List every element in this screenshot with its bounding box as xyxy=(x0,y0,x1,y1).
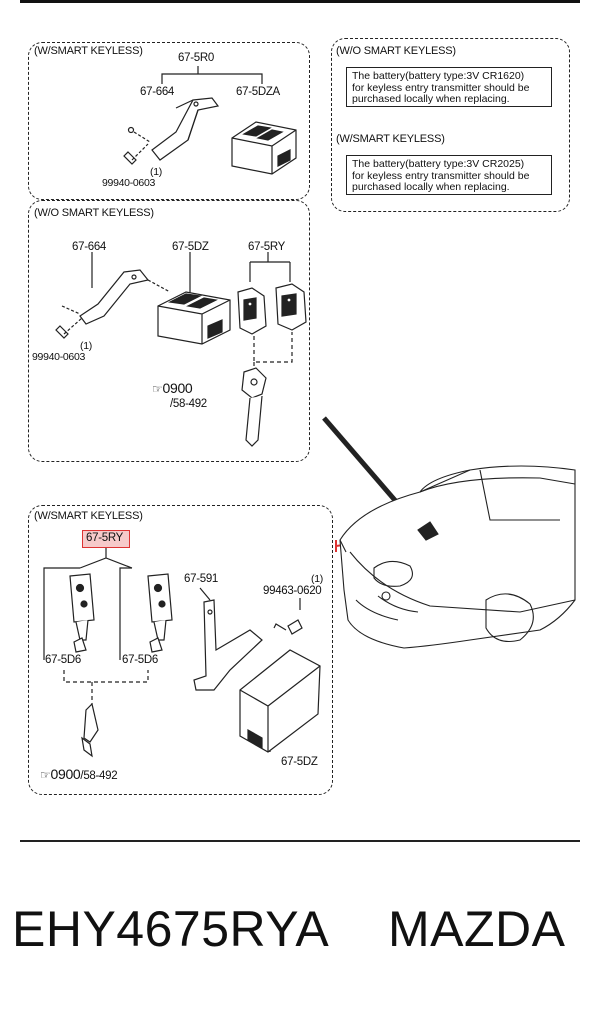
panel-title: (W/O SMART KEYLESS) xyxy=(336,45,456,57)
panel-title: (W/O SMART KEYLESS) xyxy=(34,207,154,219)
key-ref-code: 0900 xyxy=(162,380,193,396)
part-label-transmitter: 67-5RY xyxy=(248,241,285,253)
part-label-screw: 99940-0603 xyxy=(102,177,156,189)
smart-keyless-unit xyxy=(239,649,321,753)
hand-pointer-icon: ☞ xyxy=(40,768,51,782)
brand-name: MAZDA xyxy=(388,901,566,957)
bracket-part xyxy=(79,269,171,325)
part-label-unit: 67-5DZA xyxy=(236,86,280,98)
key-ref-code: 0900 xyxy=(50,766,81,782)
panel-title: (W/SMART KEYLESS) xyxy=(336,133,445,145)
top-rule xyxy=(20,0,580,3)
note-line: The battery(battery type:3V CR2025) xyxy=(352,158,525,170)
part-label-bracket: 67-664 xyxy=(140,86,175,98)
panel-title: (W/SMART KEYLESS) xyxy=(34,45,143,57)
emergency-key xyxy=(81,702,99,758)
screw-part xyxy=(123,126,151,165)
part-qty: (1) xyxy=(80,340,92,352)
part-qty: (1) xyxy=(150,166,162,178)
transmitter-fob-left xyxy=(237,287,267,335)
key-reference-page: /58-492 xyxy=(170,398,207,410)
car-outline xyxy=(339,465,576,649)
part-label-transmitter-highlighted: 67-5RY xyxy=(86,532,123,544)
note-line: for keyless entry transmitter should be xyxy=(352,169,530,182)
part-qty: (1) xyxy=(311,573,323,585)
note-line: purchased locally when replacing. xyxy=(352,93,510,105)
key-blade xyxy=(241,367,267,447)
key-reference: ☞0900 xyxy=(152,380,193,396)
screw-part xyxy=(55,305,83,339)
panel-w-smart-keyless-top xyxy=(28,42,310,200)
part-label-unit: 67-5DZ xyxy=(172,241,209,253)
part-label-screw: 99940-0603 xyxy=(32,351,86,363)
bracket-part xyxy=(151,97,220,161)
hand-pointer-icon: ☞ xyxy=(152,382,163,396)
part-number: EHY4675RYA xyxy=(12,901,330,957)
callout-lines xyxy=(91,252,291,294)
dashed-leaders xyxy=(63,670,149,704)
part-label-key-left: 67-5D6 xyxy=(45,654,81,666)
part-label-67-5r0: 67-5R0 xyxy=(178,52,214,64)
panel-battery-notes xyxy=(331,38,570,212)
panel-wo-smart-keyless xyxy=(28,200,310,462)
bottom-rule xyxy=(20,840,580,842)
battery-note-cr2025: The battery(battery type:3V CR2025) for … xyxy=(346,155,552,195)
transmitter-fob-right xyxy=(275,283,307,331)
control-unit xyxy=(157,291,231,345)
part-label-bracket: 67-591 xyxy=(184,573,219,585)
panel-title: (W/SMART KEYLESS) xyxy=(34,510,143,522)
highlight-box xyxy=(82,530,130,548)
note-line: The battery(battery type:3V CR1620) xyxy=(352,70,525,82)
part-label-unit: 67-5DZ xyxy=(281,756,318,768)
note-line: for keyless entry transmitter should be xyxy=(352,81,530,94)
note-line: purchased locally when replacing. xyxy=(352,181,510,193)
panel-w-smart-keyless-bottom xyxy=(28,505,333,795)
part-label-bolt: 99463-0620 xyxy=(263,585,322,597)
part-label-key-right: 67-5D6 xyxy=(122,654,158,666)
key-reference: ☞0900/58-492 xyxy=(40,766,118,782)
smart-key-right xyxy=(147,573,173,653)
part-label-bracket: 67-664 xyxy=(72,241,107,253)
bolt-part xyxy=(273,619,303,635)
mounting-bracket xyxy=(193,599,263,691)
battery-note-cr1620: The battery(battery type:3V CR1620) for … xyxy=(346,67,552,107)
dashed-leaders xyxy=(253,332,293,376)
control-unit xyxy=(231,121,297,175)
key-ref-page: /58-492 xyxy=(80,770,118,782)
parts-illustration xyxy=(43,66,576,758)
smart-key-left xyxy=(69,573,95,653)
callout-lines xyxy=(161,66,263,84)
